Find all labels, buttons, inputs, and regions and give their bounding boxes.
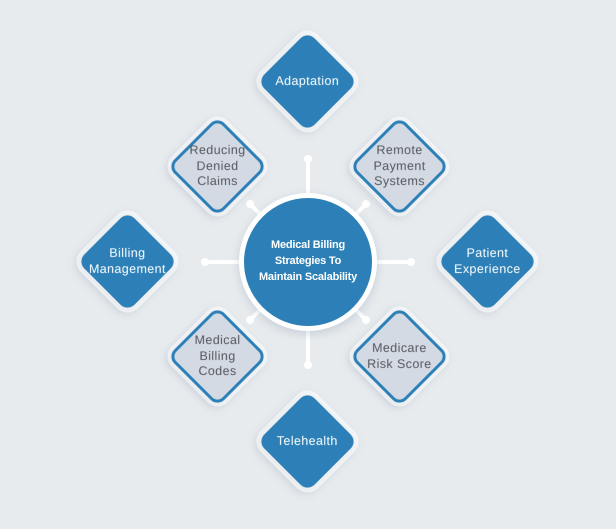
node-patient-experience: Patient Experience [437, 211, 538, 312]
node-label: Telehealth [277, 433, 338, 448]
connector-dot [201, 258, 209, 266]
node-adaptation: Adaptation [257, 31, 358, 132]
center-title: Medical Billing Strategies To Maintain S… [245, 238, 371, 286]
center-title-line-2: Strategies To [274, 255, 342, 268]
node-billing-management: Billing Management [77, 211, 178, 312]
center-title-line-1: Medical Billing [270, 239, 345, 252]
node-label: Billing Management [89, 245, 166, 276]
node-label: Patient Experience [454, 245, 521, 276]
node-label: Reducing Denied Claims [189, 143, 246, 189]
connector-dot [304, 361, 312, 369]
connector-dot [304, 155, 312, 163]
node-telehealth: Telehealth [257, 391, 358, 492]
center-title-line-3: Maintain Scalability [258, 270, 358, 283]
connector-dot [407, 258, 415, 266]
node-label: Adaptation [275, 73, 340, 88]
center-node: Medical Billing Strategies To Maintain S… [239, 193, 377, 331]
connector-line [372, 260, 408, 264]
node-label: Remote Payment Systems [373, 143, 426, 189]
connector-line [306, 326, 310, 362]
node-label: Medicare Risk Score [367, 340, 432, 371]
node-label: Medical Billing Codes [194, 333, 241, 379]
